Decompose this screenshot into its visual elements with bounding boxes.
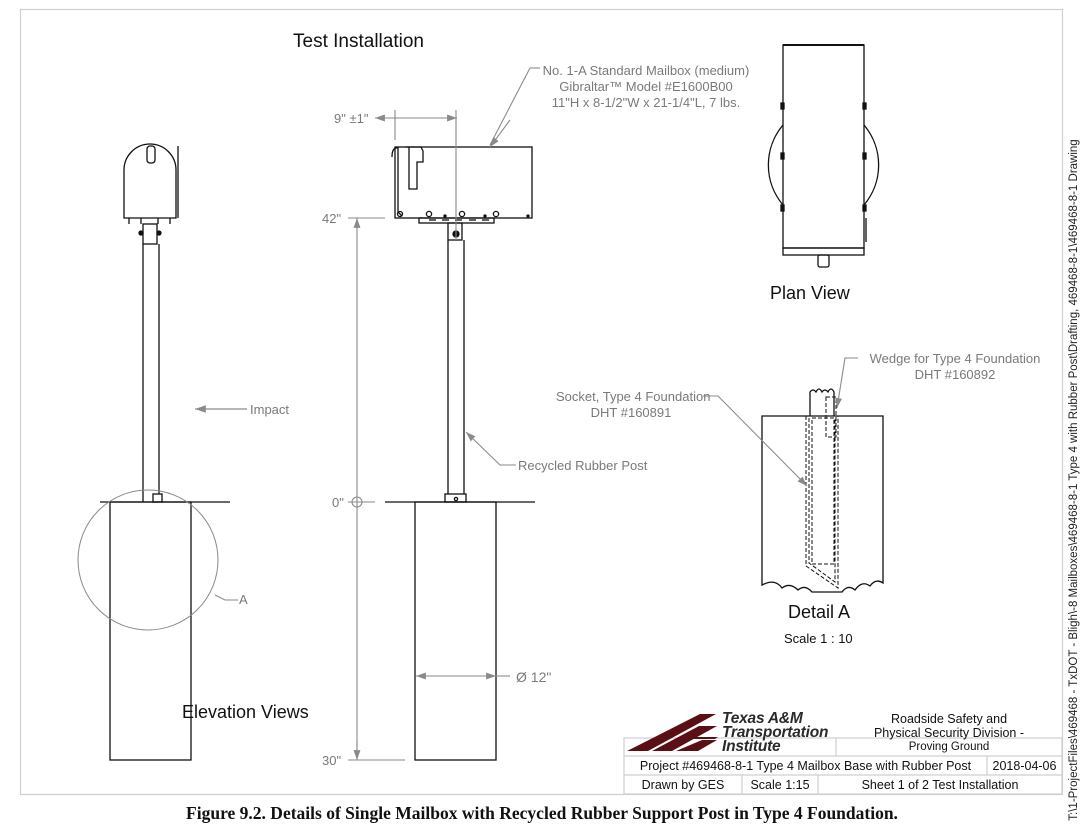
ground-dimension: 0" xyxy=(332,495,344,510)
logo-line-3: Institute xyxy=(722,738,781,755)
elevation-front-view xyxy=(100,143,230,761)
socket-callout-line-1: Socket, Type 4 Foundation xyxy=(556,389,711,404)
offset-dimension: 9" ±1" xyxy=(334,111,369,126)
detail-a-drawing xyxy=(761,388,884,593)
figure-caption: Figure 9.2. Details of Single Mailbox wi… xyxy=(186,803,898,823)
detail-a-leader xyxy=(214,594,238,601)
mailbox-callout-line-3: 11"H x 8-1/2"W x 21-1/4"L, 7 lbs. xyxy=(551,95,741,110)
tti-logo-mark xyxy=(627,714,718,751)
foundation-front xyxy=(109,501,192,761)
project-cell: Project #469468-8-1 Type 4 Mailbox Base … xyxy=(639,758,972,773)
division-line-1: Roadside Safety and xyxy=(890,712,1008,726)
division-line-2: Physical Security Division - xyxy=(873,726,1025,740)
mailbox-callout: No. 1-A Standard Mailbox (medium) Gibral… xyxy=(530,63,762,111)
date-cell: 2018-04-06 xyxy=(992,758,1057,773)
diameter-dimension: Ø 12" xyxy=(516,669,552,685)
post-label: Recycled Rubber Post xyxy=(518,458,648,473)
drawn-by-cell: Drawn by GES xyxy=(641,777,725,792)
division-line-3: Proving Ground xyxy=(908,741,990,753)
elevation-side-view xyxy=(385,146,535,761)
mailbox-side xyxy=(394,146,533,219)
wedge-callout: Wedge for Type 4 Foundation DHT #160892 xyxy=(860,351,1050,383)
sheet-border xyxy=(19,8,1064,796)
drawing-title: Test Installation xyxy=(293,31,424,52)
tti-logo-text: Texas A&M Transportation Institute xyxy=(722,710,829,755)
logo-line-2: Transportation xyxy=(722,724,829,741)
plan-view-drawing xyxy=(767,44,880,268)
file-path: T:\1-ProjectFiles\469468 - TxDOT - Bligh… xyxy=(1068,139,1080,821)
socket-callout: Socket, Type 4 Foundation DHT #160891 xyxy=(556,389,711,421)
mailbox-callout-line-1: No. 1-A Standard Mailbox (medium) xyxy=(542,63,750,78)
sheet-cell: Sheet 1 of 2 Test Installation xyxy=(861,777,1019,792)
height-dimension: 42" xyxy=(322,211,342,226)
detail-a-circle xyxy=(77,489,219,631)
mailbox-callout-line-2: Gibraltar™ Model #E1600B00 xyxy=(559,79,733,94)
division-cell: Roadside Safety and Physical Security Di… xyxy=(836,710,1062,756)
depth-dimension: 30" xyxy=(322,753,342,768)
detail-a-label: Detail A xyxy=(788,602,851,622)
socket-callout-line-2: DHT #160891 xyxy=(590,405,672,420)
wedge-callout-line-1: Wedge for Type 4 Foundation xyxy=(869,351,1041,366)
detail-leaders xyxy=(703,357,858,487)
elevation-views-label: Elevation Views xyxy=(182,702,309,722)
detail-a-ref-label: A xyxy=(239,592,248,607)
dimension-lines xyxy=(348,67,540,761)
foundation-side xyxy=(414,501,497,761)
plan-view-label: Plan View xyxy=(770,283,850,303)
impact-label: Impact xyxy=(250,402,290,417)
logo-line-1: Texas A&M xyxy=(722,710,803,727)
detail-a-scale: Scale 1 : 10 xyxy=(784,631,853,646)
title-block-grid xyxy=(623,737,1063,795)
mailbox-front xyxy=(123,143,177,219)
scale-cell: Scale 1:15 xyxy=(750,777,810,792)
wedge-callout-line-2: DHT #160892 xyxy=(914,367,996,382)
